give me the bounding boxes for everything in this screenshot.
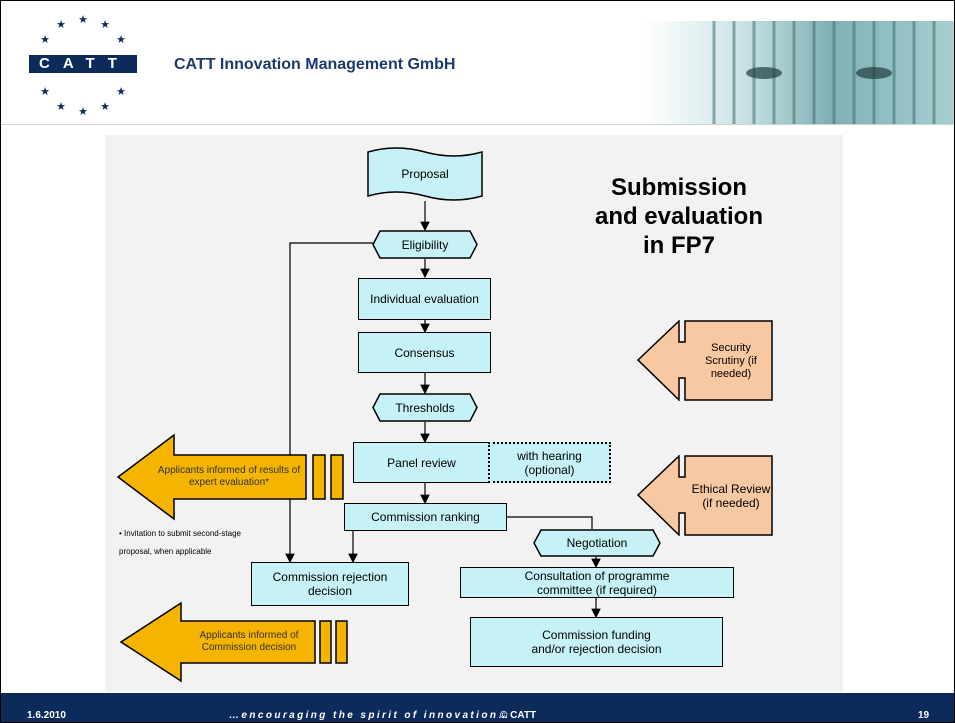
footer-copyright: © CATT (500, 710, 537, 721)
node-ethical-review: Ethical Review (if needed) (691, 482, 771, 510)
svg-text:★: ★ (100, 18, 110, 31)
diagram-title: Submission and evaluation in FP7 (579, 173, 779, 260)
node-consensus: Consensus (358, 332, 491, 373)
title-line-3: in FP7 (642, 232, 715, 259)
footnote-line-1: • Invitation to submit second-stage (119, 529, 241, 538)
node-thresholds: Thresholds (395, 400, 455, 415)
thresholds-shape-icon (372, 393, 478, 422)
company-name: CATT Innovation Management GmbH (174, 56, 456, 73)
footer-date: 1.6.2010 (27, 710, 66, 721)
svg-text:★: ★ (78, 13, 88, 26)
node-eligibility: Eligibility (401, 237, 449, 252)
expert-results-arrow-icon (116, 433, 344, 521)
node-panel-review: Panel review (353, 442, 490, 483)
node-individual-evaluation: Individual evaluation (358, 278, 491, 320)
security-arrow-icon (637, 320, 773, 401)
svg-text:★: ★ (56, 18, 66, 31)
node-proposal: Proposal (401, 167, 449, 181)
title-line-2: and evaluation (594, 203, 764, 230)
svg-text:★: ★ (56, 100, 66, 113)
footnote-line-2: proposal, when applicable (119, 547, 212, 556)
catt-logo: CATT (29, 55, 137, 73)
negotiation-shape-icon (533, 529, 661, 557)
node-commission-rejection: Commission rejection decision (251, 562, 409, 606)
node-commission-funding: Commission funding and/or rejection deci… (470, 617, 723, 667)
svg-text:★: ★ (40, 33, 50, 46)
footer: 1.6.2010 …encouraging the spirit of inno… (1, 693, 954, 722)
ethical-arrow-icon (637, 455, 773, 536)
svg-text:★: ★ (116, 33, 126, 46)
node-negotiation: Negotiation (566, 536, 628, 550)
arrow-commission-decision-label: Applicants informed of Commission decisi… (199, 630, 299, 653)
header: ★ ★ ★ ★ ★ ★ ★ ★ ★ ★ CATT CATT Innovation Manag… (1, 1, 954, 124)
svg-text:★: ★ (40, 85, 50, 98)
commission-decision-arrow-icon (119, 601, 348, 683)
node-security-scrutiny: Security Scrutiny (if needed) (705, 341, 757, 380)
svg-text:★: ★ (100, 100, 110, 113)
eligibility-shape-icon (372, 230, 478, 259)
arrow-expert-results-label: Applicants informed of results of expert… (157, 465, 301, 488)
footer-slogan: …encouraging the spirit of innovation… (229, 710, 511, 721)
header-photo (644, 21, 954, 124)
footer-page-number: 19 (918, 710, 930, 721)
eu-stars-logo-icon: ★ ★ ★ ★ ★ ★ ★ ★ ★ ★ (40, 13, 126, 118)
node-consultation: Consultation of programme committee (if … (460, 567, 734, 598)
svg-text:★: ★ (116, 85, 126, 98)
header-divider (1, 124, 954, 125)
node-with-hearing: with hearing (optional) (488, 442, 611, 483)
node-commission-ranking: Commission ranking (344, 503, 507, 531)
svg-text:★: ★ (78, 105, 88, 118)
proposal-shape-icon (367, 147, 483, 201)
title-line-1: Submission (610, 174, 748, 201)
